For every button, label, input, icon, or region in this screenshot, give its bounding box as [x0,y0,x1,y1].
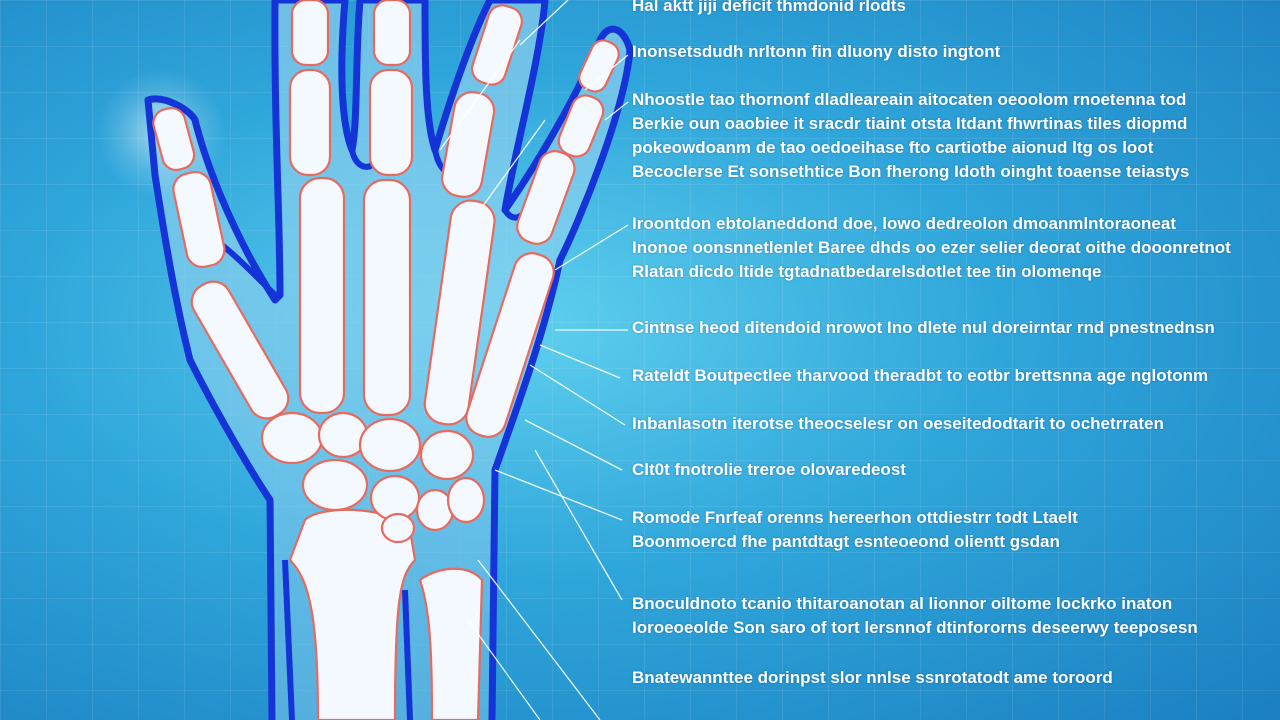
annotation-label: Clt0t fnotrolie treroe olovaredeost [632,460,906,479]
leader-line [554,224,629,271]
annotation-label: Cintnse heod ditendoid nrowot Ino dlete … [632,318,1215,337]
metacarpal-bone [465,252,555,438]
metacarpal-bone [190,280,290,420]
forearm-outline [282,559,295,720]
annotation-label: Bnatewannttee dorinpst slor nnlse ssnrot… [632,668,1113,687]
leader-line [604,101,629,121]
leader-line [519,0,569,46]
annotation-label: Nhoostle tao thornonf dladleareain aitoc… [632,90,1190,181]
leader-line [584,54,629,91]
metacarpal-bone [298,176,346,415]
carpal-bone [260,411,324,465]
leader-line [467,619,541,720]
distal-phalanx [290,0,330,67]
metacarpal-bone [362,178,412,417]
metacarpal-bone [423,199,496,426]
leader-line [539,344,621,379]
leader-line [494,469,623,521]
leader-line [529,364,626,426]
middle-phalanx [557,94,605,158]
proximal-phalanx [516,150,576,245]
leader-line [534,449,623,601]
proximal-phalanx [288,68,332,177]
distal-phalanx [372,0,412,67]
carpal-bone [446,476,486,524]
thumb-phalanx [152,106,196,172]
annotation-label: Rateldt Boutpectlee tharvood theradbt to… [632,366,1209,385]
leader-line [524,419,623,471]
annotation-label: Inonsetsdudh nrltonn fin dluony disto in… [632,42,1001,61]
carpal-bone [358,417,422,473]
annotation-label: Inbanlasotn iterotse theocselesr on oese… [632,414,1164,433]
annotation-label: Bnoculdnoto tcanio thitaroanotan al lion… [632,594,1198,637]
distal-phalanx [578,39,620,93]
carpal-bone [419,429,475,481]
annotation-label: Romode Fnrfeaf orenns hereerhon ottdiest… [632,508,1078,551]
leader-line [477,559,601,720]
annotation-label: Hal aktt jiji deficit thmdonid rlodts [632,0,906,15]
proximal-phalanx [441,91,496,198]
radius-bone [288,508,417,720]
forearm-outline [402,589,413,720]
thumb-phalanx [172,170,226,269]
annotation-label: Iroontdon ebtolaneddond doe, lowo dedreo… [632,214,1231,281]
carpal-bone [301,458,369,512]
leader-line [439,39,521,151]
leader-line [479,119,546,211]
finger-gap-line [349,149,374,170]
proximal-phalanx [368,68,414,177]
carpal-bone [380,512,416,544]
